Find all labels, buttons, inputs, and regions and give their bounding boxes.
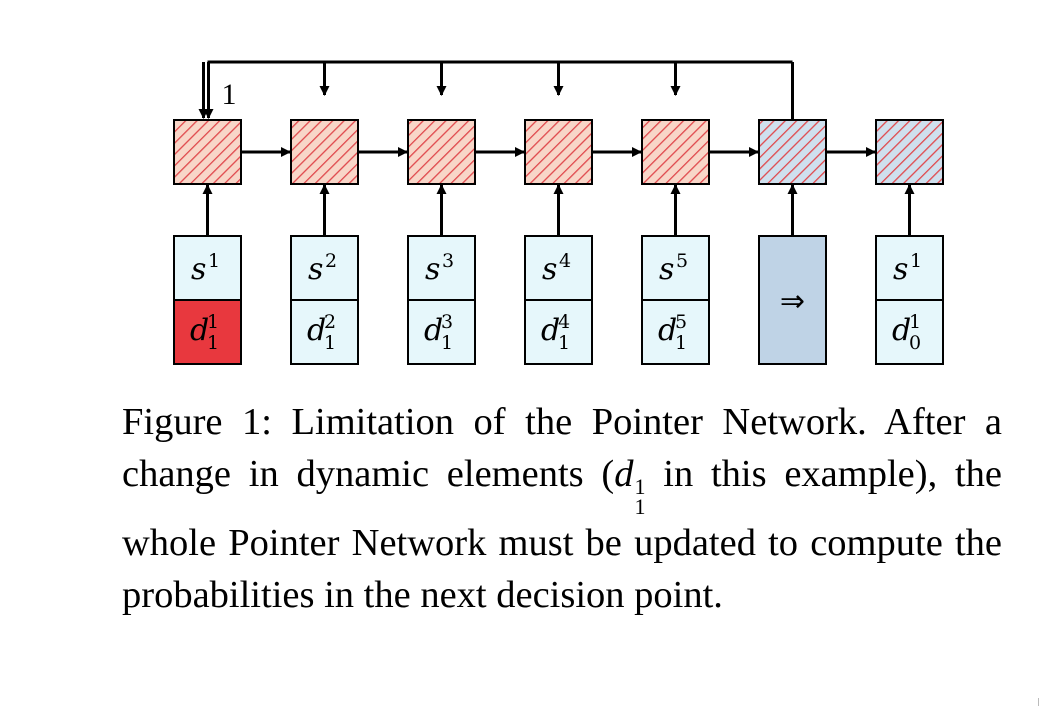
static-element-5 (641, 235, 710, 301)
dynamic-label-5-sub: 1 (675, 332, 687, 354)
static-label-1-base: s (191, 252, 206, 287)
caption-text-part-1: Figure 1: Limitation of the Pointer Netw… (122, 401, 1002, 495)
static-element-3 (407, 235, 476, 301)
dynamic-element-3 (407, 299, 476, 365)
dynamic-label-3-base: d (424, 313, 443, 348)
dynamic-label-4-sup: 4 (558, 311, 570, 333)
corner-mark (1038, 698, 1039, 706)
dynamic-element-7 (875, 299, 944, 365)
dynamic-element-4 (524, 299, 593, 365)
recurrent-cell-1 (173, 119, 242, 185)
dynamic-label-1-sub: 1 (207, 332, 219, 354)
dynamic-label-5-base: d (658, 313, 677, 348)
static-label-3-base: s (425, 252, 440, 287)
static-label-3-sup: 3 (442, 250, 454, 272)
static-label-7-base: s (893, 252, 908, 287)
static-label-4-sup: 4 (559, 250, 571, 272)
recurrent-cell-7 (875, 119, 944, 185)
caption-math-sup: 1 (634, 474, 646, 499)
static-label-5-base: s (659, 252, 674, 287)
dynamic-label-1: d11 (190, 311, 219, 354)
static-label-1-sup: 1 (208, 250, 220, 272)
feedback-label: 1 (222, 78, 237, 111)
static-label-7-sup: 1 (910, 250, 922, 272)
dynamic-label-7-base: d (892, 313, 911, 348)
dynamic-label-5: d51 (658, 311, 687, 354)
caption-math-sub: 1 (634, 494, 646, 519)
dynamic-label-2-sub: 1 (324, 332, 336, 354)
static-element-2 (290, 235, 359, 301)
static-label-4-base: s (542, 252, 557, 287)
recurrent-cell-2 (290, 119, 359, 185)
dynamic-label-7-sup: 1 (909, 311, 921, 333)
figure-caption: Figure 1: Limitation of the Pointer Netw… (122, 396, 1002, 621)
static-element-1 (173, 235, 242, 301)
static-label-2-sup: 2 (325, 250, 337, 272)
recurrent-cell-6 (758, 119, 827, 185)
dynamic-label-1-base: d (190, 313, 209, 348)
dynamic-element-1 (173, 299, 242, 365)
dynamic-label-7-sub: 0 (909, 332, 921, 354)
transform-box (758, 235, 827, 365)
dynamic-element-5 (641, 299, 710, 365)
dynamic-label-2: d21 (307, 311, 336, 354)
dynamic-label-1-sup: 1 (207, 311, 219, 333)
transform-symbol: ⇒ (780, 284, 805, 319)
dynamic-label-2-sup: 2 (324, 311, 336, 333)
static-label-2-base: s (308, 252, 323, 287)
dynamic-label-4-sub: 1 (558, 332, 570, 354)
static-label-5-sup: 5 (676, 250, 688, 272)
dynamic-label-4: d41 (541, 311, 570, 354)
caption-math-base: d (614, 453, 634, 495)
caption-text-part-2: in this example), the whole Pointer Netw… (122, 453, 1002, 616)
recurrent-cell-4 (524, 119, 593, 185)
dynamic-label-4-base: d (541, 313, 560, 348)
dynamic-label-3-sub: 1 (441, 332, 453, 354)
dynamic-label-7: d10 (892, 311, 921, 354)
dynamic-label-5-sup: 5 (675, 311, 687, 333)
dynamic-label-3-sup: 3 (441, 311, 453, 333)
dynamic-label-3: d31 (424, 311, 453, 354)
dynamic-element-2 (290, 299, 359, 365)
dynamic-label-2-base: d (307, 313, 326, 348)
recurrent-cell-5 (641, 119, 710, 185)
recurrent-cell-3 (407, 119, 476, 185)
